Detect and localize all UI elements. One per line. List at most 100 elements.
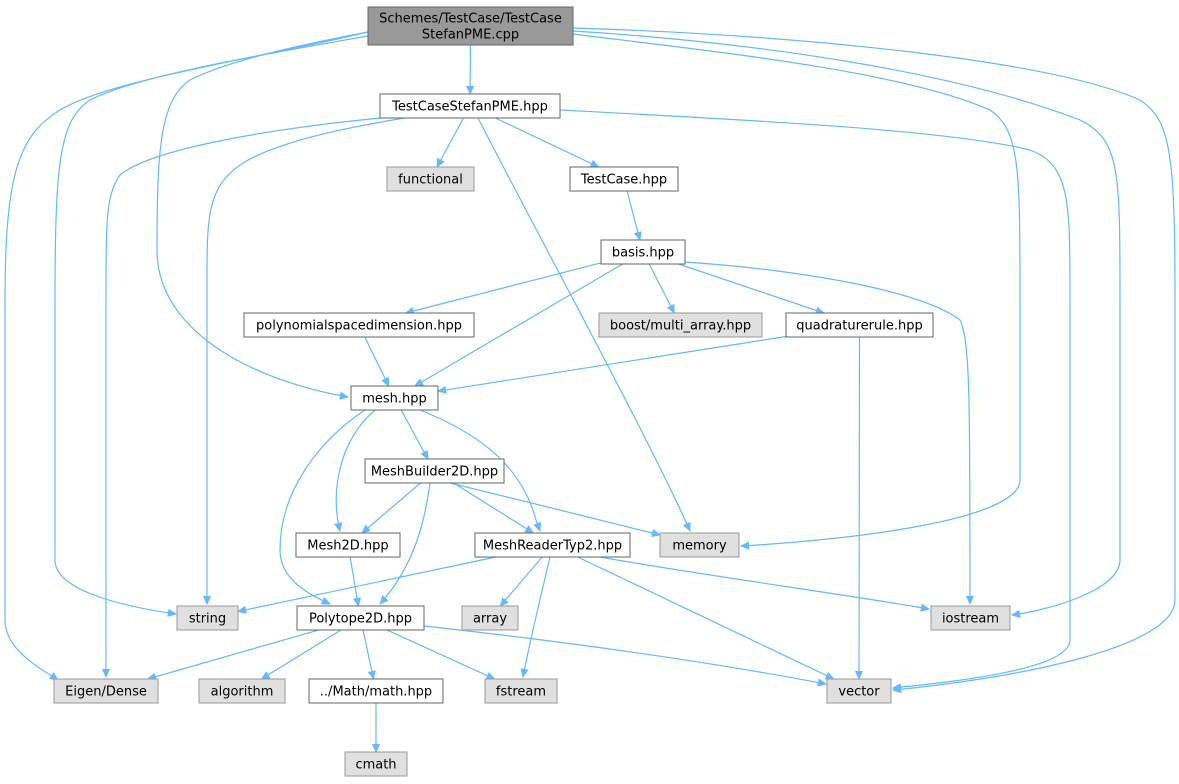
node-label-iostream: iostream <box>942 612 999 627</box>
edge-meshreader-to-string <box>238 556 496 612</box>
node-box-quadrature <box>785 312 934 338</box>
edge-basis-to-mesh <box>415 263 623 386</box>
node-label-eigen: Eigen/Dense <box>65 685 147 700</box>
edge-tcspme-to-memory <box>477 117 691 531</box>
node-algorithm: algorithm <box>198 678 286 704</box>
edge-basis-to-quadrature <box>678 263 824 313</box>
node-meshreader[interactable]: MeshReaderTyp2.hpp <box>474 532 631 558</box>
node-quadrature[interactable]: quadraturerule.hpp <box>785 312 934 338</box>
node-label-meshbuilder: MeshBuilder2D.hpp <box>371 465 498 480</box>
node-label-mesh2d: Mesh2D.hpp <box>307 539 388 554</box>
node-label-algorithm: algorithm <box>211 685 274 700</box>
node-box-fstream <box>484 678 558 704</box>
edge-basis-to-multiarray <box>648 263 675 313</box>
node-label-multiarray: boost/multi_array.hpp <box>610 319 751 334</box>
edge-meshreader-to-fstream <box>523 556 551 677</box>
node-vector: vector <box>826 678 892 704</box>
node-label-array: array <box>473 612 507 627</box>
node-iostream: iostream <box>930 605 1011 631</box>
edge-polytope-to-fstream <box>386 629 495 680</box>
node-meshbuilder[interactable]: MeshBuilder2D.hpp <box>364 458 505 484</box>
edge-root-to-vector <box>572 27 1176 690</box>
node-box-math <box>308 678 444 704</box>
edge-quadrature-to-mesh <box>438 335 787 392</box>
node-memory: memory <box>659 532 740 558</box>
node-label-basis: basis.hpp <box>612 246 674 261</box>
node-box-mesh2d <box>295 532 401 558</box>
node-box-vector <box>826 678 892 704</box>
node-testcase[interactable]: TestCase.hpp <box>569 166 679 192</box>
node-label-root: Schemes/TestCase/TestCase <box>379 12 562 27</box>
node-basis[interactable]: basis.hpp <box>600 239 686 265</box>
node-math[interactable]: ../Math/math.hpp <box>308 678 444 704</box>
node-box-iostream <box>930 605 1011 631</box>
node-mesh2d[interactable]: Mesh2D.hpp <box>295 532 401 558</box>
node-box-eigen <box>53 678 159 704</box>
node-box-memory <box>659 532 740 558</box>
node-root[interactable]: Schemes/TestCase/TestCaseStefanPME.cpp <box>367 6 574 46</box>
node-box-polytope <box>296 605 425 631</box>
node-label-polyspace: polynomialspacedimension.hpp <box>256 319 462 334</box>
edge-meshreader-to-array <box>500 556 543 606</box>
edge-meshreader-to-iostream <box>599 556 929 609</box>
node-box-meshreader <box>474 532 631 558</box>
node-label-math: ../Math/math.hpp <box>320 685 432 700</box>
edge-basis-to-polyspace <box>406 262 602 313</box>
edges-layer <box>4 27 1176 752</box>
node-box-string <box>176 605 239 631</box>
node-box-array <box>461 605 519 631</box>
edge-quadrature-to-vector <box>859 336 860 679</box>
node-box-polyspace <box>243 312 475 338</box>
edge-meshbuilder-to-mesh2d <box>362 482 421 533</box>
node-label-root: StefanPME.cpp <box>422 28 519 43</box>
edge-meshbuilder-to-polytope <box>380 482 431 604</box>
node-box-algorithm <box>198 678 286 704</box>
edge-tcspme-to-eigen <box>106 117 381 677</box>
node-label-mesh: mesh.hpp <box>362 392 427 407</box>
node-polytope[interactable]: Polytope2D.hpp <box>296 605 425 631</box>
node-label-vector: vector <box>838 685 880 700</box>
node-box-testcase <box>569 166 679 192</box>
node-eigen: Eigen/Dense <box>53 678 159 704</box>
node-label-memory: memory <box>672 539 727 554</box>
node-label-functional: functional <box>398 173 463 188</box>
edge-mesh-to-mesh2d <box>336 409 376 531</box>
edge-tcspme-to-functional <box>436 117 465 167</box>
node-box-meshbuilder <box>364 458 505 484</box>
node-label-polytope: Polytope2D.hpp <box>309 612 412 627</box>
edge-tcspme-to-string <box>207 117 406 604</box>
node-box-functional <box>386 166 475 192</box>
node-multiarray: boost/multi_array.hpp <box>598 312 763 338</box>
node-box-mesh <box>350 385 439 411</box>
edge-basis-to-iostream <box>684 261 970 604</box>
node-fstream: fstream <box>484 678 558 704</box>
node-label-tcspme: TestCaseStefanPME.hpp <box>391 100 548 115</box>
edge-mesh-to-polytope <box>279 409 366 605</box>
edge-mesh2d-to-polytope <box>349 556 358 606</box>
node-functional: functional <box>386 166 475 192</box>
edge-meshbuilder-to-memory <box>449 482 660 535</box>
edge-mesh-to-meshreader <box>419 409 540 531</box>
edge-root-to-eigen <box>4 31 369 680</box>
node-label-string: string <box>189 612 226 627</box>
node-box-multiarray <box>598 312 763 338</box>
node-mesh[interactable]: mesh.hpp <box>350 385 439 411</box>
edge-meshbuilder-to-meshreader <box>453 482 534 533</box>
node-box-root <box>367 6 574 46</box>
edge-root-to-memory <box>572 33 1021 546</box>
edge-polytope-to-algorithm <box>262 629 342 679</box>
edge-meshreader-to-vector <box>577 556 834 680</box>
edge-polytope-to-math <box>362 629 374 679</box>
edge-polytope-to-vector <box>423 625 826 684</box>
node-polyspace[interactable]: polynomialspacedimension.hpp <box>243 312 475 338</box>
edge-polyspace-to-mesh <box>364 336 390 386</box>
node-label-cmath: cmath <box>355 758 396 773</box>
node-cmath: cmath <box>344 751 408 777</box>
edge-tcspme-to-testcase <box>495 117 598 168</box>
node-tcspme[interactable]: TestCaseStefanPME.hpp <box>379 93 561 119</box>
edge-tcspme-to-vector <box>559 109 1071 688</box>
edge-mesh-to-meshbuilder <box>400 409 428 459</box>
node-box-cmath <box>344 751 408 777</box>
node-string: string <box>176 605 239 631</box>
